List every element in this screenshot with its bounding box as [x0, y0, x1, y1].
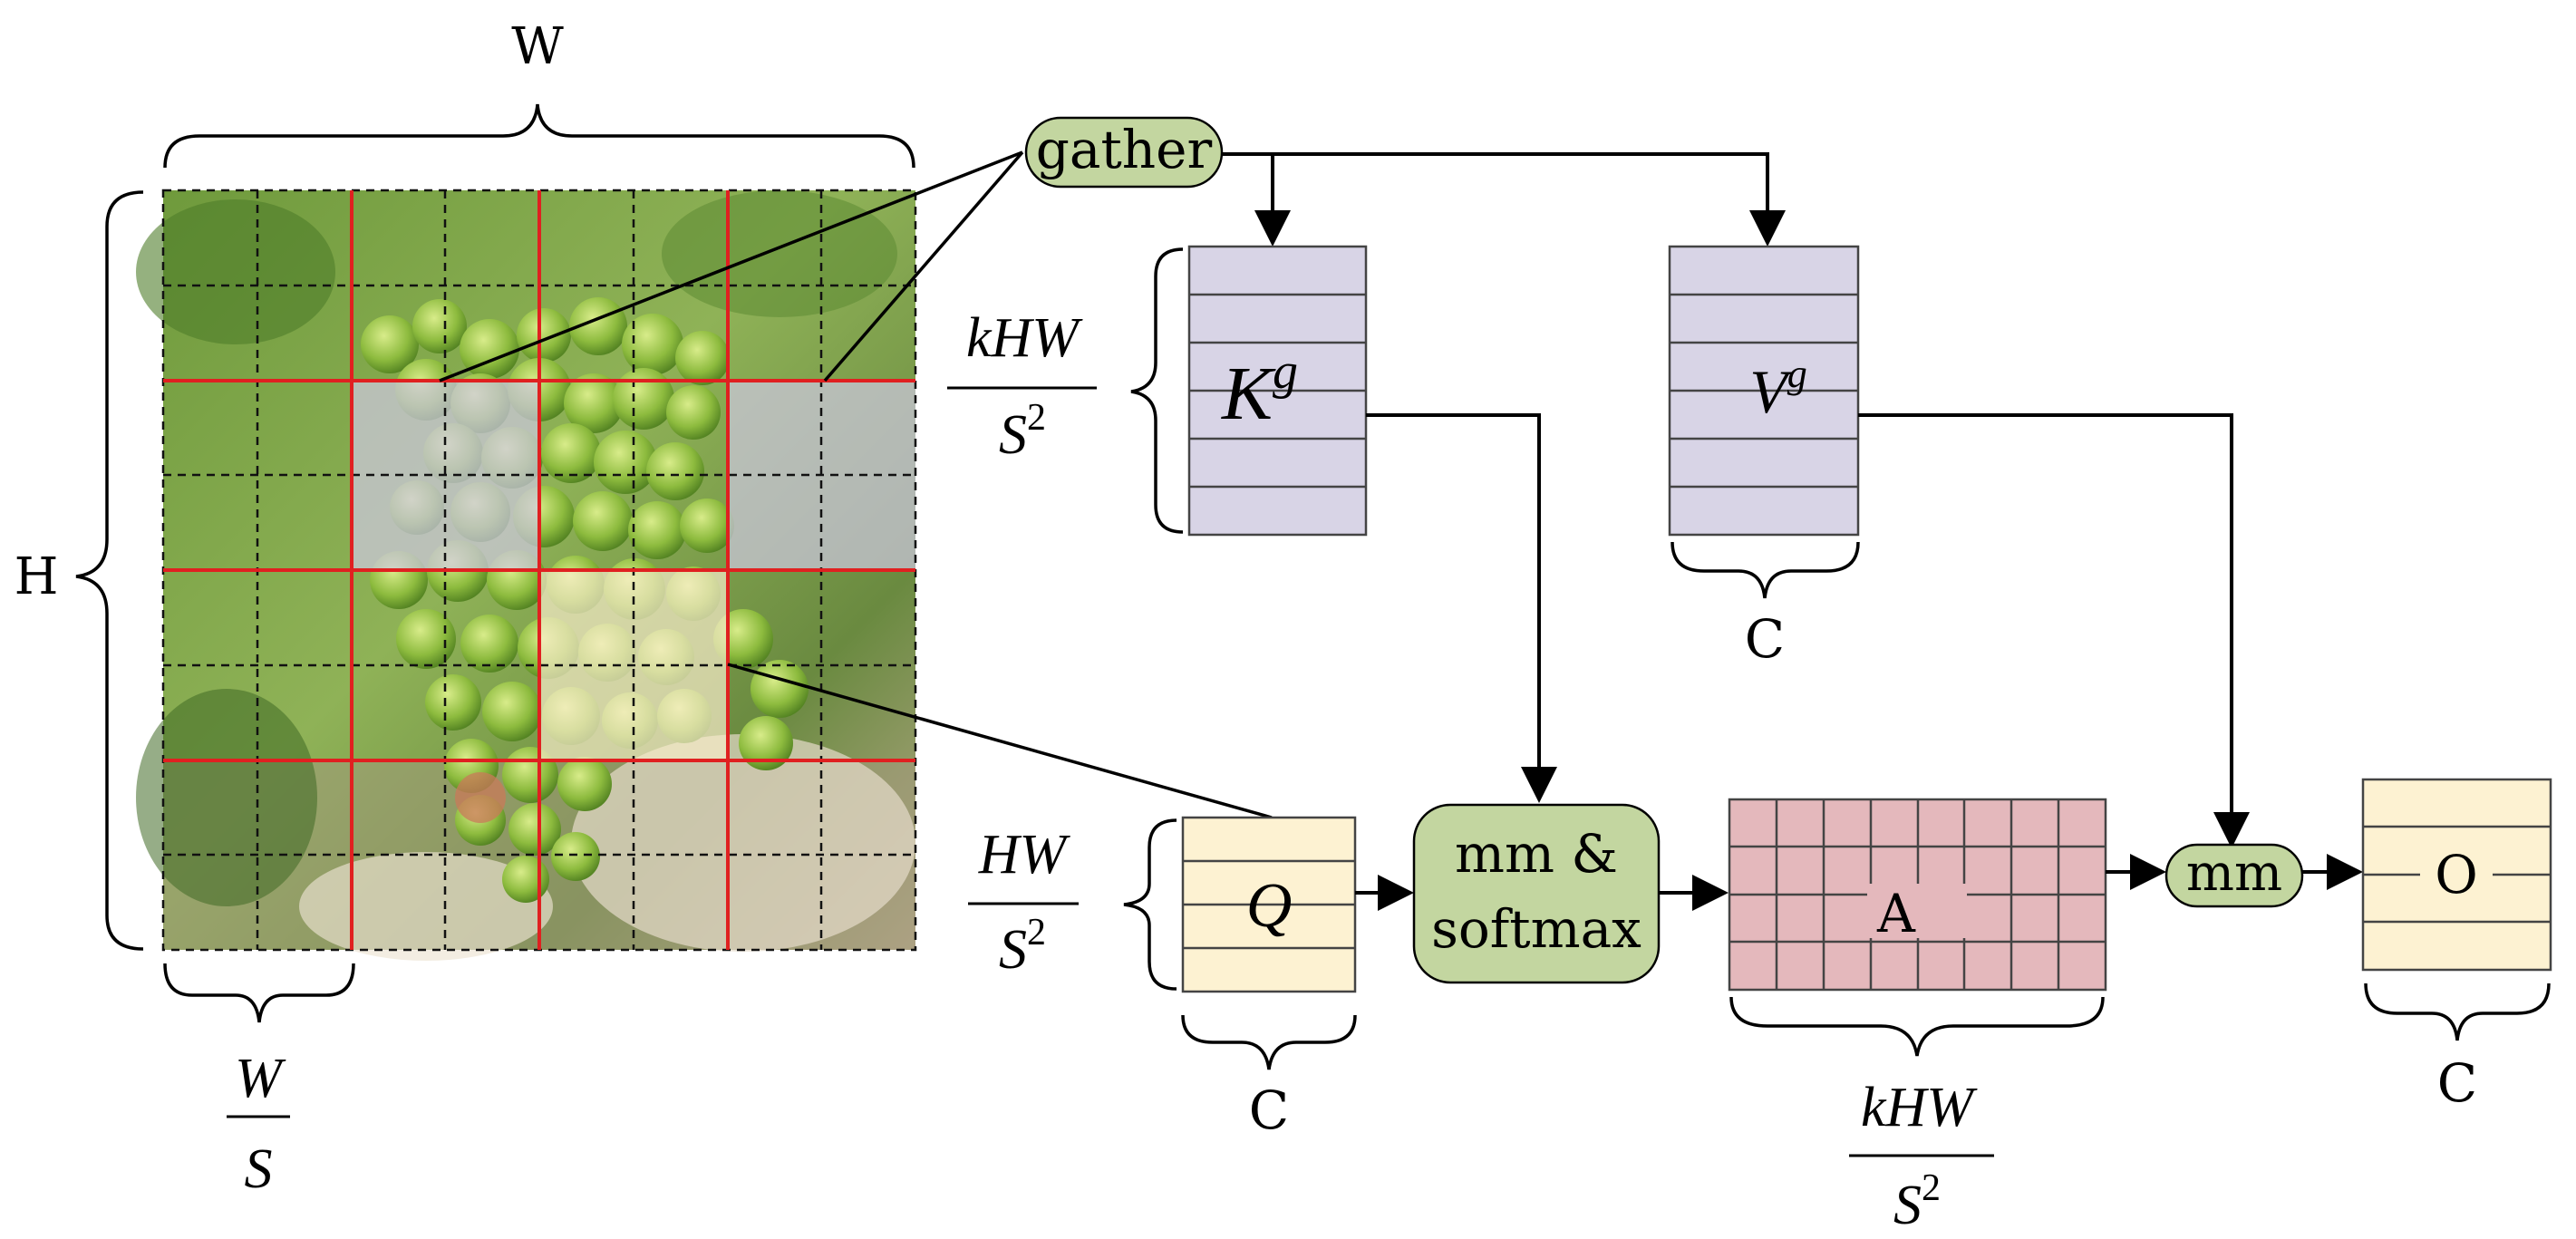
key-matrix: Kg — [1187, 245, 1368, 537]
query-count-brace — [1123, 818, 1177, 991]
attention-width-den-exp: 2 — [1922, 1167, 1941, 1209]
gather-op: gather — [1024, 116, 1224, 189]
output-matrix: O — [2361, 778, 2552, 972]
mm-label: mm — [2186, 844, 2282, 903]
value-symbol-sup: g — [1787, 352, 1807, 396]
window-size-denominator: S — [245, 1138, 273, 1200]
image-height-label: H — [15, 547, 59, 606]
attention-symbol: A — [1876, 883, 1916, 944]
key-symbol-main: K — [1221, 352, 1276, 436]
gather-arrows — [1222, 152, 1786, 247]
key-count-den-exp: 2 — [1027, 397, 1046, 439]
key-symbol: Kg — [1221, 344, 1298, 436]
image-width-label: W — [511, 17, 564, 76]
query-symbol: Q — [1246, 871, 1293, 941]
key-count-brace — [1130, 247, 1184, 534]
window-size-label: W S — [227, 1048, 290, 1200]
key-count-den-base: S — [999, 404, 1027, 466]
query-count-numerator: HW — [978, 824, 1071, 886]
attention-width-denominator: S2 — [1893, 1167, 1941, 1236]
kv-arrows — [1366, 413, 2250, 848]
attention-width-den-base: S — [1893, 1175, 1922, 1236]
query-width-label: C — [1249, 1079, 1289, 1141]
attention-width-brace — [1729, 996, 2105, 1057]
query-count-label: HW S2 — [968, 824, 1079, 981]
key-count-label: kHW S2 — [947, 307, 1097, 466]
query-count-denominator: S2 — [999, 912, 1046, 981]
key-count-numerator: kHW — [966, 307, 1083, 369]
output-width-brace — [2364, 982, 2551, 1041]
attention-matrix: A — [1728, 798, 2107, 992]
key-count-denominator: S2 — [999, 397, 1046, 466]
value-width-brace — [1671, 541, 1860, 599]
output-symbol: O — [2435, 844, 2478, 905]
value-symbol-main: V — [1749, 357, 1794, 426]
attention-width-label: kHW S2 — [1849, 1077, 1994, 1236]
region-grid — [163, 190, 915, 950]
image-braces — [75, 103, 915, 1023]
attention-width-numerator: kHW — [1861, 1077, 1978, 1138]
gather-lines — [439, 150, 1273, 819]
value-width-label: C — [1745, 608, 1785, 670]
grape-image — [136, 190, 915, 961]
mm-softmax-line2: softmax — [1431, 898, 1641, 960]
value-matrix: Vg — [1668, 245, 1860, 537]
query-count-den-exp: 2 — [1027, 912, 1046, 953]
key-symbol-sup: g — [1273, 344, 1298, 400]
mm-softmax-op: mm & softmax — [1412, 803, 1661, 984]
query-count-den-base: S — [999, 919, 1027, 981]
mm-op: mm — [2164, 843, 2304, 908]
query-matrix: Q — [1181, 816, 1357, 993]
window-size-numerator: W — [235, 1048, 286, 1109]
query-width-brace — [1181, 1014, 1357, 1070]
gather-label: gather — [1036, 119, 1213, 180]
value-symbol: Vg — [1749, 352, 1807, 426]
mm-softmax-line1: mm & — [1455, 823, 1618, 885]
output-width-label: C — [2437, 1052, 2477, 1114]
